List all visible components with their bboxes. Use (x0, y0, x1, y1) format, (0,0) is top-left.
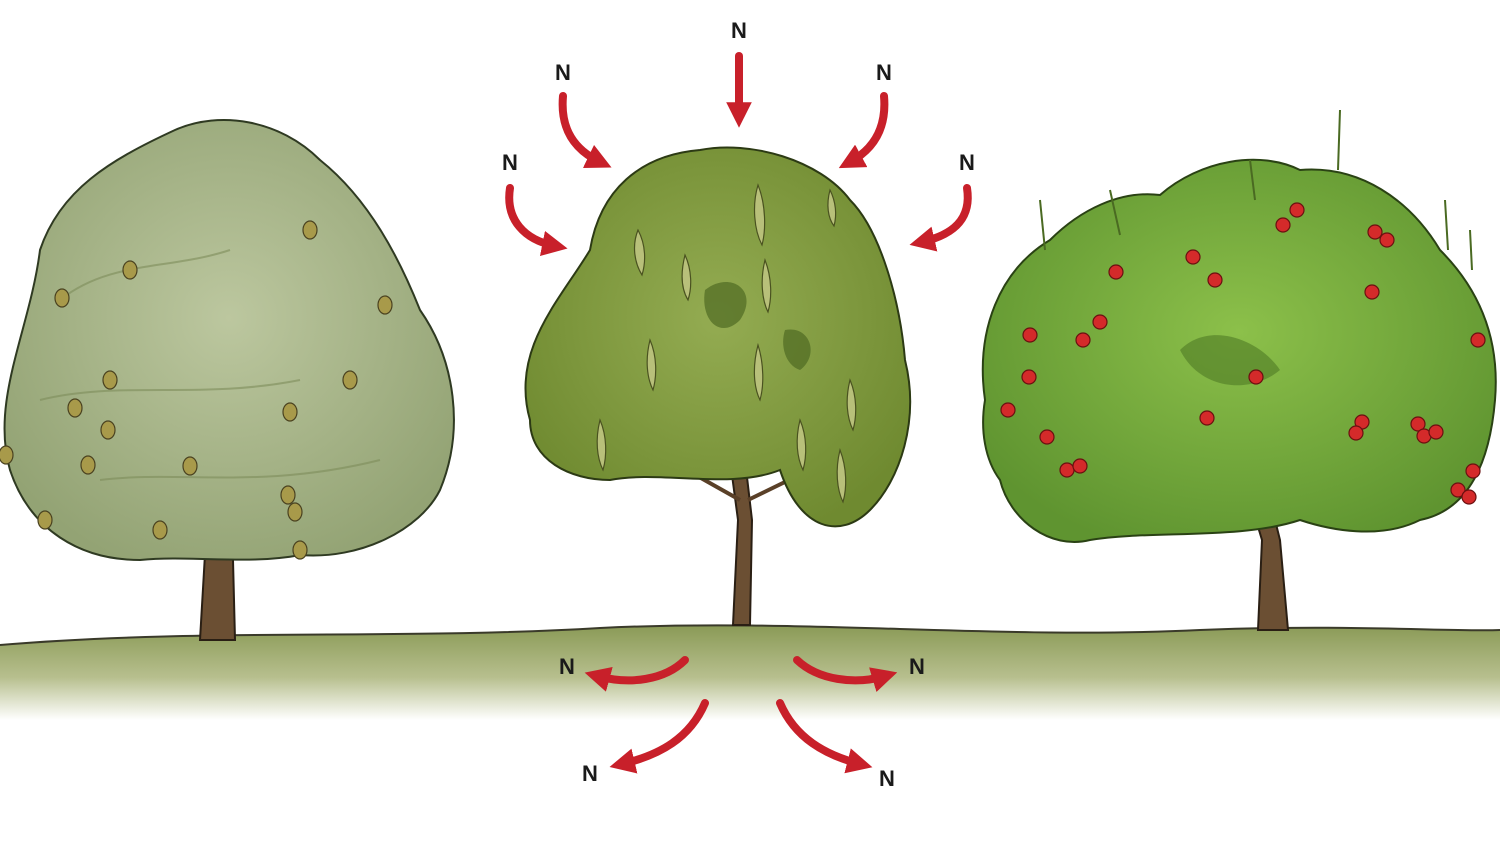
arrow-in-left (505, 184, 568, 257)
label-in-upper-right: N (876, 60, 892, 85)
arrow-out-right (793, 656, 898, 692)
pear-fruits (0, 220, 393, 560)
label-out-right: N (909, 654, 925, 679)
apple-tree (981, 109, 1497, 631)
label-in-left: N (502, 150, 518, 175)
label-out-left: N (559, 654, 575, 679)
label-out-lower-right: N (879, 766, 895, 791)
label-in-right: N (959, 150, 975, 175)
center-tree (524, 146, 912, 626)
nitrogen-labels: N N N N N N N N N (502, 18, 975, 791)
seed-pods (596, 183, 857, 504)
arrow-out-left (584, 656, 689, 692)
arrow-in-upper-right (838, 92, 889, 169)
label-in-upper-left: N (555, 60, 571, 85)
outgoing-nitrogen-arrows (584, 656, 898, 774)
pear-tree (3, 119, 455, 641)
apples (1000, 202, 1486, 505)
incoming-nitrogen-arrows (505, 52, 972, 257)
label-in-top: N (731, 18, 747, 43)
arrow-out-lower-left (609, 699, 709, 774)
arrow-out-lower-right (776, 699, 873, 774)
label-out-lower-left: N (582, 761, 598, 786)
ground (0, 624, 1500, 720)
arrow-in-upper-left (558, 92, 612, 168)
arrow-in-right (909, 184, 972, 252)
